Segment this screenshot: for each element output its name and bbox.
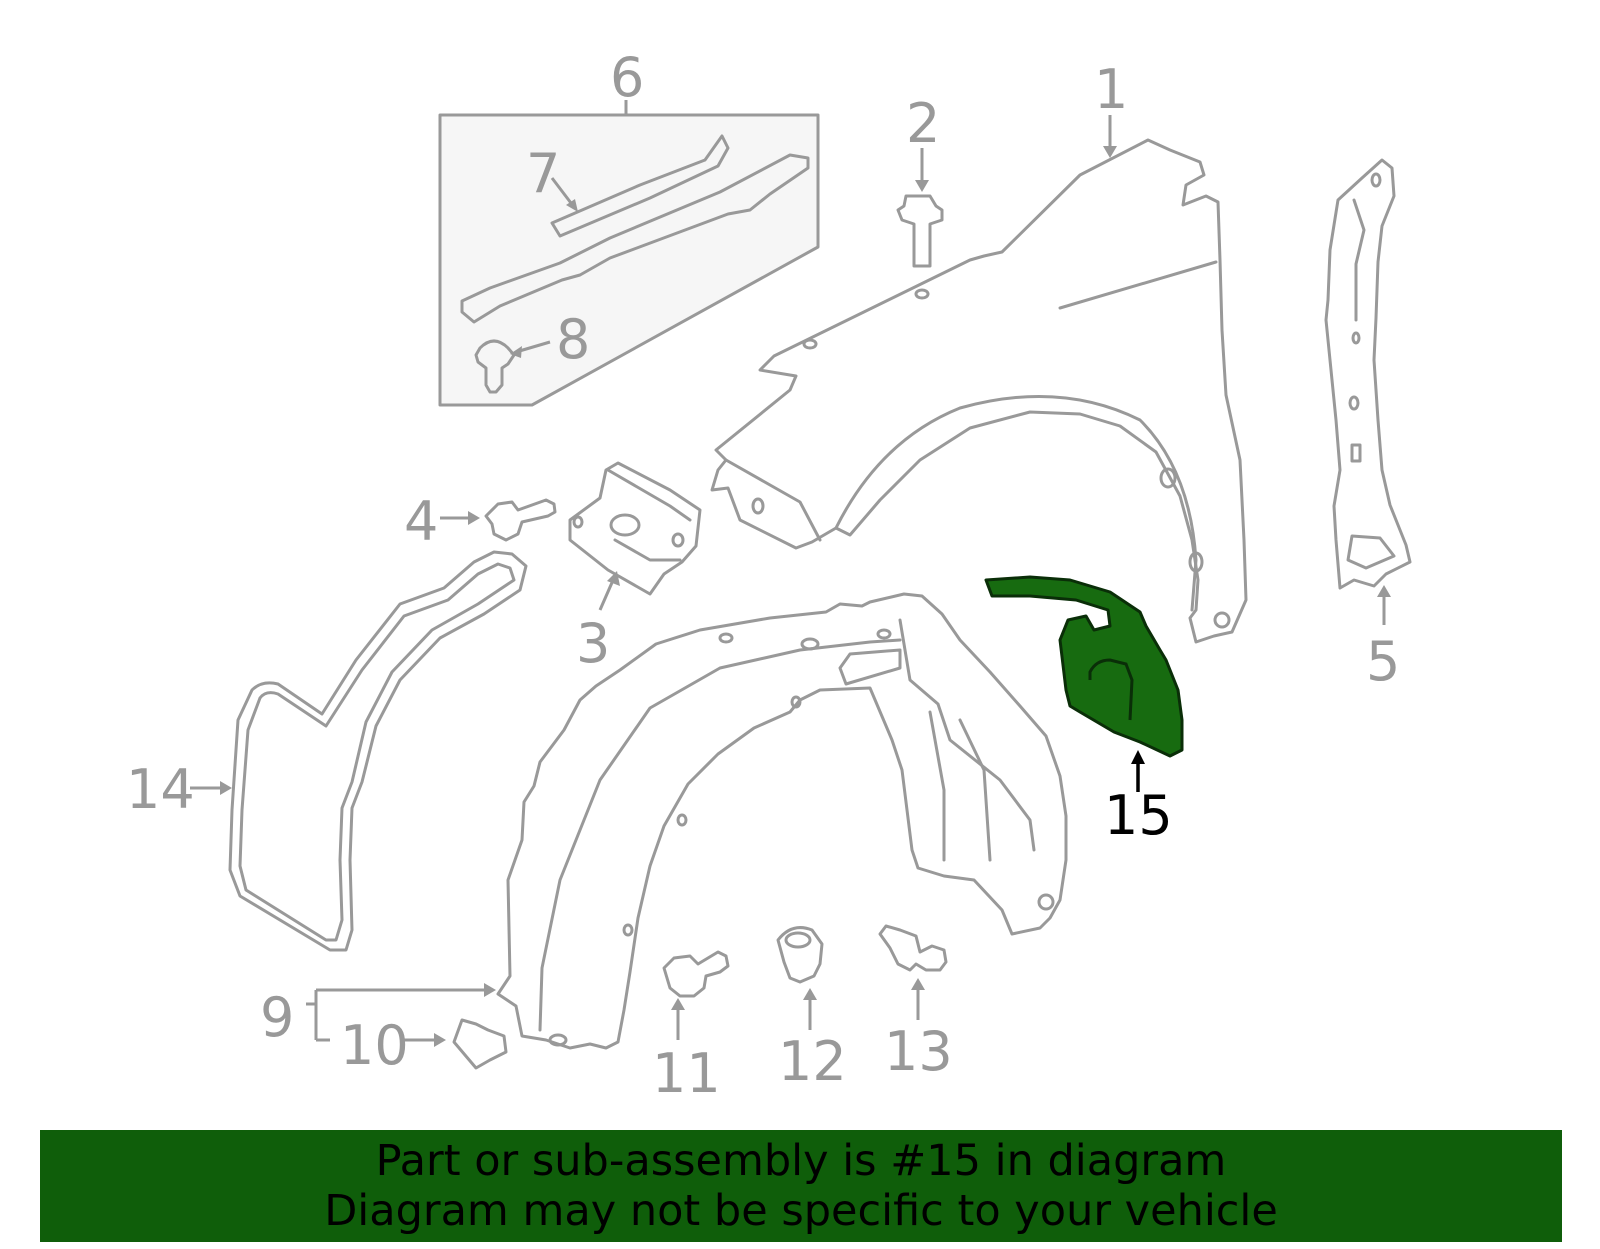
callout-6: 6 [610,46,644,109]
parts-diagram: 1 2 3 4 5 6 7 8 9 10 11 12 13 14 15 [126,46,1412,1105]
callout-12: 12 [778,1030,847,1093]
banner-line-1: Part or sub-assembly is #15 in diagram [375,1136,1227,1186]
banner-line-2: Diagram may not be specific to your vehi… [324,1186,1278,1236]
callout-5: 5 [1366,630,1400,693]
callout-10: 10 [340,1014,409,1077]
callout-9: 9 [260,986,294,1049]
part-2-bolt[interactable] [896,148,944,268]
part-7-molding-strip[interactable] [550,134,730,238]
callout-11: 11 [652,1042,721,1105]
callout-2: 2 [906,92,940,155]
part-6-group-box [438,100,820,407]
callout-7: 7 [526,142,560,205]
callout-15: 15 [1104,784,1173,847]
callout-1: 1 [1094,58,1128,121]
callout-3: 3 [576,612,610,675]
part-1-fender[interactable] [710,115,1248,644]
part-8-clip[interactable] [474,339,551,394]
callout-8: 8 [556,308,590,371]
part-5-brace[interactable] [1324,158,1412,625]
part-3-bracket[interactable] [568,461,702,611]
part-14-mud-flap[interactable] [190,550,528,952]
info-banner: Part or sub-assembly is #15 in diagram D… [40,1130,1562,1242]
callout-14: 14 [126,758,195,821]
callout-13: 13 [884,1020,953,1083]
part-6-rail-bracket[interactable] [460,153,810,324]
part-12-nut[interactable] [776,926,824,1030]
part-4-bolt[interactable] [440,498,557,542]
part-9-liner[interactable] [306,592,1068,1050]
part-10-retainer[interactable] [404,1018,508,1070]
callout-4: 4 [404,490,438,553]
part-13-clip[interactable] [878,924,948,1020]
part-11-bolt[interactable] [662,950,730,1040]
part-15-highlighted[interactable] [984,575,1184,792]
